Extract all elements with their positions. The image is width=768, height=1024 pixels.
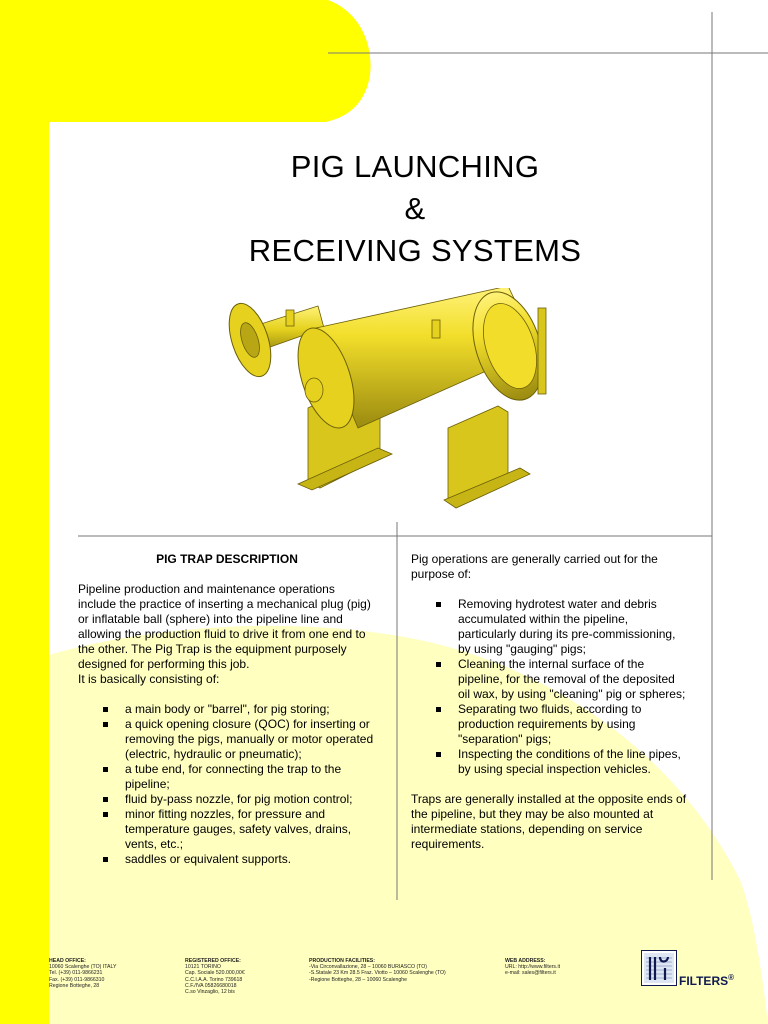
bullet-icon xyxy=(103,722,108,727)
components-list: a main body or "barrel", for pig storing… xyxy=(78,702,376,867)
bullet-icon xyxy=(436,662,441,667)
bullet-icon xyxy=(103,857,108,862)
title-line-2: & xyxy=(404,191,426,226)
company-logo-text: FILTERS® xyxy=(679,973,735,988)
operations-list: Removing hydrotest water and debris accu… xyxy=(411,597,689,777)
section-heading: PIG TRAP DESCRIPTION xyxy=(156,552,298,566)
bullet-icon xyxy=(103,767,108,772)
list-item: a quick opening closure (QOC) for insert… xyxy=(78,717,376,762)
list-item: fluid by-pass nozzle, for pig motion con… xyxy=(78,792,376,807)
bullet-icon xyxy=(103,812,108,817)
document-title: PIG LAUNCHING & RECEIVING SYSTEMS xyxy=(160,146,670,272)
website-link[interactable]: URL: http://www.filters.it xyxy=(505,964,561,971)
footer-registered-office: REGISTERED OFFICE: 10121 TORINO Cap. Soc… xyxy=(185,958,245,996)
closure-hinge xyxy=(537,307,547,395)
company-logo-icon xyxy=(641,950,677,986)
bullet-icon xyxy=(436,602,441,607)
list-item: Inspecting the conditions of the line pi… xyxy=(411,747,689,777)
bullet-icon xyxy=(103,707,108,712)
nozzles xyxy=(285,309,441,403)
list-item: Separating two fluids, according to prod… xyxy=(411,702,689,747)
list-item: saddles or equivalent supports. xyxy=(78,852,376,867)
footer-production-facilities: PRODUCTION FACILITIES: -Via Circonvallaz… xyxy=(309,958,446,983)
list-item: a main body or "barrel", for pig storing… xyxy=(78,702,376,717)
pale-yellow-swoosh xyxy=(49,625,768,1024)
email-link[interactable]: e-mail: sales@filters.it xyxy=(505,970,556,977)
inlet-pipe xyxy=(228,302,325,378)
bullet-icon xyxy=(436,707,441,712)
list-item: minor fitting nozzles, for pressure and … xyxy=(78,807,376,852)
pig-trap-description-section: PIG TRAP DESCRIPTION Pipeline production… xyxy=(78,552,376,867)
saddle-right xyxy=(443,405,531,509)
bullet-icon xyxy=(436,752,441,757)
title-line-3: RECEIVING SYSTEMS xyxy=(248,233,582,268)
intro-paragraph: Pipeline production and maintenance oper… xyxy=(78,582,371,671)
top-yellow-blob xyxy=(0,0,371,1024)
pig-operations-section: Pig operations are generally carried out… xyxy=(411,552,689,852)
footer-head-office: HEAD OFFICE: 10060 Scalenghe (TO) ITALY … xyxy=(49,958,117,989)
barrel xyxy=(297,288,544,429)
bullet-icon xyxy=(103,797,108,802)
list-item: a tube end, for connecting the trap to t… xyxy=(78,762,376,792)
closing-paragraph: Traps are generally installed at the opp… xyxy=(411,792,687,851)
pig-trap-illustration xyxy=(228,288,547,509)
operations-intro: Pig operations are generally carried out… xyxy=(411,552,658,581)
list-item: Cleaning the internal surface of the pip… xyxy=(411,657,689,702)
title-line-1: PIG LAUNCHING xyxy=(290,149,540,184)
consisting-paragraph: It is basically consisting of: xyxy=(78,672,220,686)
footer-web-address: WEB ADDRESS: URL: http://www.filters.it … xyxy=(505,958,561,977)
list-item: Removing hydrotest water and debris accu… xyxy=(411,597,689,657)
